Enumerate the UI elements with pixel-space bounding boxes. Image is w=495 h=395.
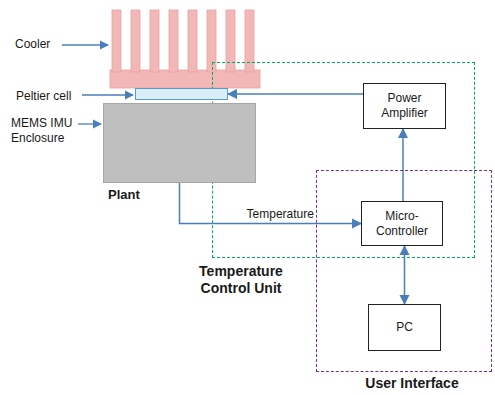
callout-label: Peltier cell bbox=[16, 89, 92, 104]
cooler-heatsink bbox=[110, 10, 260, 88]
cooler-fin bbox=[188, 10, 197, 72]
process-box: PC bbox=[368, 304, 441, 351]
process-box: Micro-Controller bbox=[361, 201, 443, 246]
cooler-fin bbox=[150, 10, 159, 72]
leader-arrow bbox=[82, 94, 133, 95]
part-label: Plant bbox=[108, 187, 168, 203]
user-interface-region: PCUser Interface bbox=[316, 170, 492, 372]
signal-arrow bbox=[180, 183, 362, 224]
cooler-fin bbox=[112, 10, 121, 72]
leader-arrow bbox=[62, 44, 108, 45]
signal-arrow bbox=[404, 246, 406, 304]
cooler-base bbox=[110, 70, 260, 88]
leader-arrow bbox=[78, 123, 101, 124]
peltier-cell: Peltier cell bbox=[135, 88, 228, 100]
signal-arrow bbox=[228, 93, 363, 95]
callout-label: MEMS IMU Enclosure bbox=[11, 116, 81, 146]
box-label: PC bbox=[396, 320, 413, 335]
part-label: Cooler bbox=[15, 37, 75, 52]
cooler-fin bbox=[131, 10, 140, 72]
box-label: Micro-Controller bbox=[366, 209, 438, 239]
box-label: Power Amplifier bbox=[368, 91, 441, 121]
cooler-fin bbox=[169, 10, 178, 72]
process-box: Power Amplifier bbox=[363, 83, 446, 129]
imu-enclosure: MEMS IMU Enclosure bbox=[103, 103, 256, 183]
signal-arrow bbox=[402, 129, 404, 201]
region-title: User Interface bbox=[347, 375, 477, 392]
region-title: Temperature Control Unit bbox=[186, 263, 296, 297]
signal-label: Temperature bbox=[245, 207, 316, 221]
